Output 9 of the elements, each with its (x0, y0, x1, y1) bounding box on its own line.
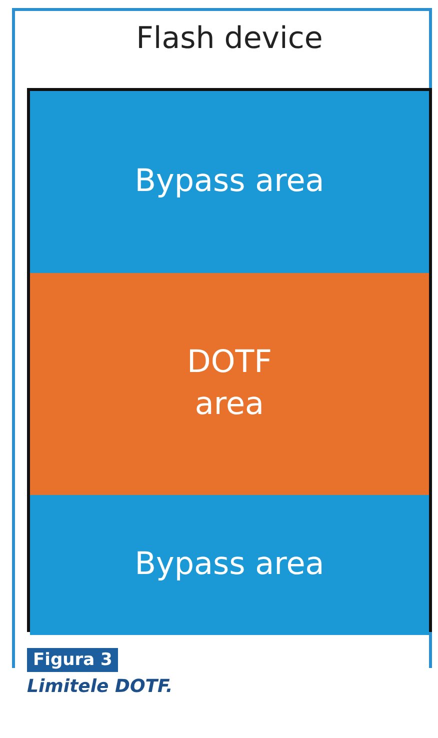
figure-number: Figura 3 (27, 648, 118, 672)
memory-region (30, 91, 429, 273)
region-label: Bypass area (134, 162, 324, 202)
caption: Limitele DOTF. (27, 676, 173, 697)
region-label: Bypass area (134, 545, 324, 584)
heading: Flash device (136, 21, 323, 56)
region-label: DOTF area (186, 343, 274, 424)
memory-region (30, 273, 429, 495)
memory-region (30, 495, 429, 635)
